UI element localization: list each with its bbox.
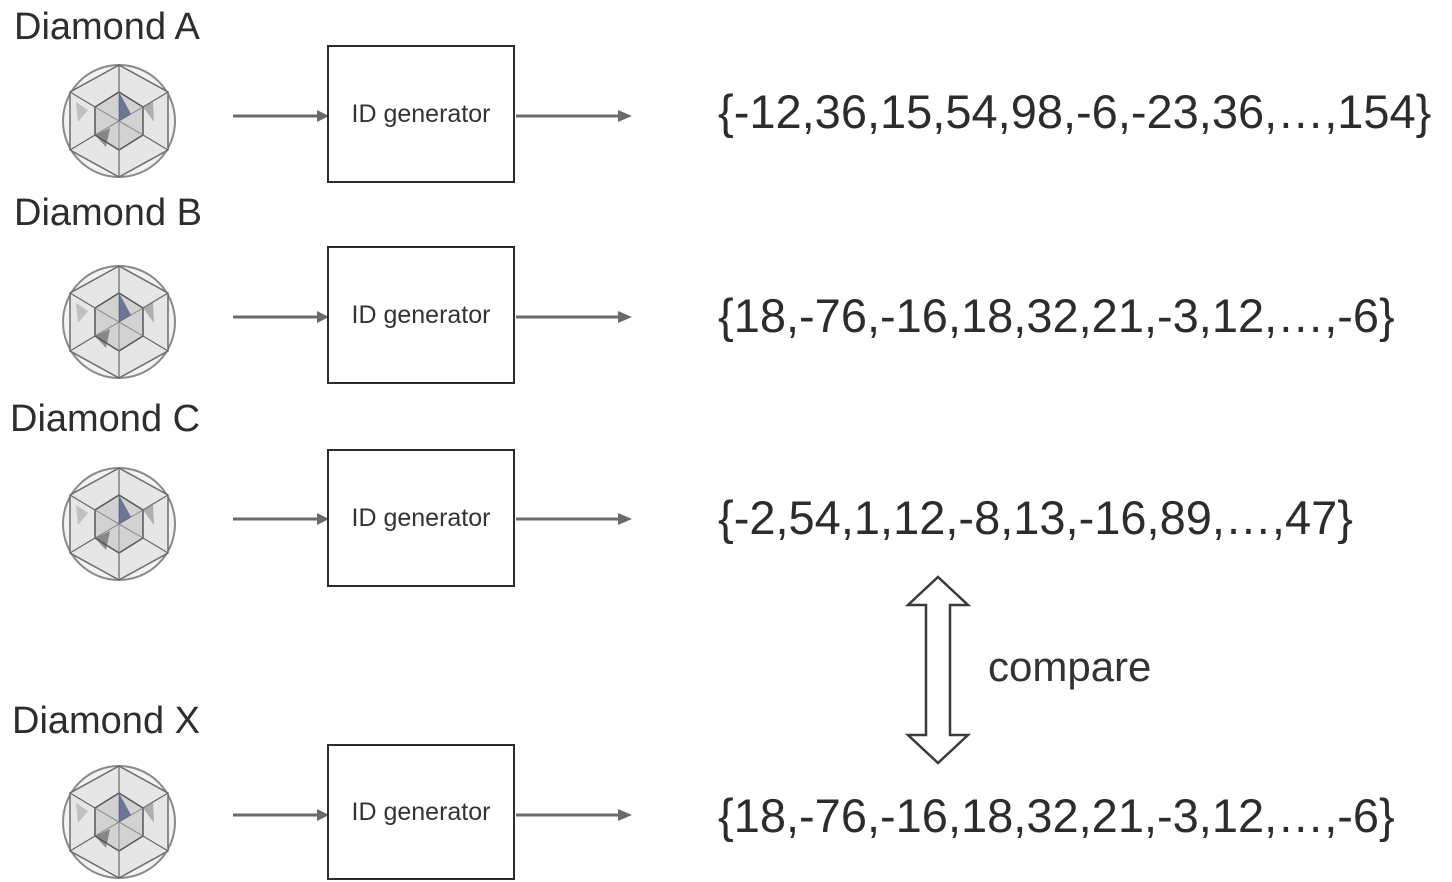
double-arrow-vertical-icon — [904, 575, 972, 765]
id-generator-box: ID generator — [327, 744, 515, 880]
id-generator-box: ID generator — [327, 449, 515, 587]
diamond-b-title: Diamond B — [14, 192, 202, 234]
diamond-icon — [62, 64, 176, 178]
id-vector: {-12,36,15,54,98,-6,-23,36,…,154} — [718, 85, 1432, 138]
arrow-right-icon — [516, 110, 632, 122]
diamond-icon — [62, 765, 176, 879]
compare-label: compare — [988, 643, 1152, 690]
arrow-right-icon — [233, 309, 331, 325]
id-generator-box: ID generator — [327, 45, 515, 183]
arrow-right-icon — [233, 108, 331, 124]
arrow-right-icon — [516, 311, 632, 323]
arrow-right-icon — [516, 513, 632, 525]
arrow-right-icon — [233, 511, 331, 527]
diamond-c-title: Diamond C — [10, 398, 201, 440]
id-vector: {18,-76,-16,18,32,21,-3,12,…,-6} — [718, 289, 1395, 342]
diamond-icon — [62, 265, 176, 379]
id-vector: {-2,54,1,12,-8,13,-16,89,…,47} — [718, 491, 1353, 544]
id-vector: {18,-76,-16,18,32,21,-3,12,…,-6} — [718, 789, 1395, 842]
arrow-right-icon — [233, 807, 331, 823]
diamond-a-title: Diamond A — [14, 6, 200, 48]
id-generator-box: ID generator — [327, 246, 515, 384]
arrow-right-icon — [516, 809, 632, 821]
diamond-icon — [62, 467, 176, 581]
diamond-x-title: Diamond X — [12, 700, 200, 742]
